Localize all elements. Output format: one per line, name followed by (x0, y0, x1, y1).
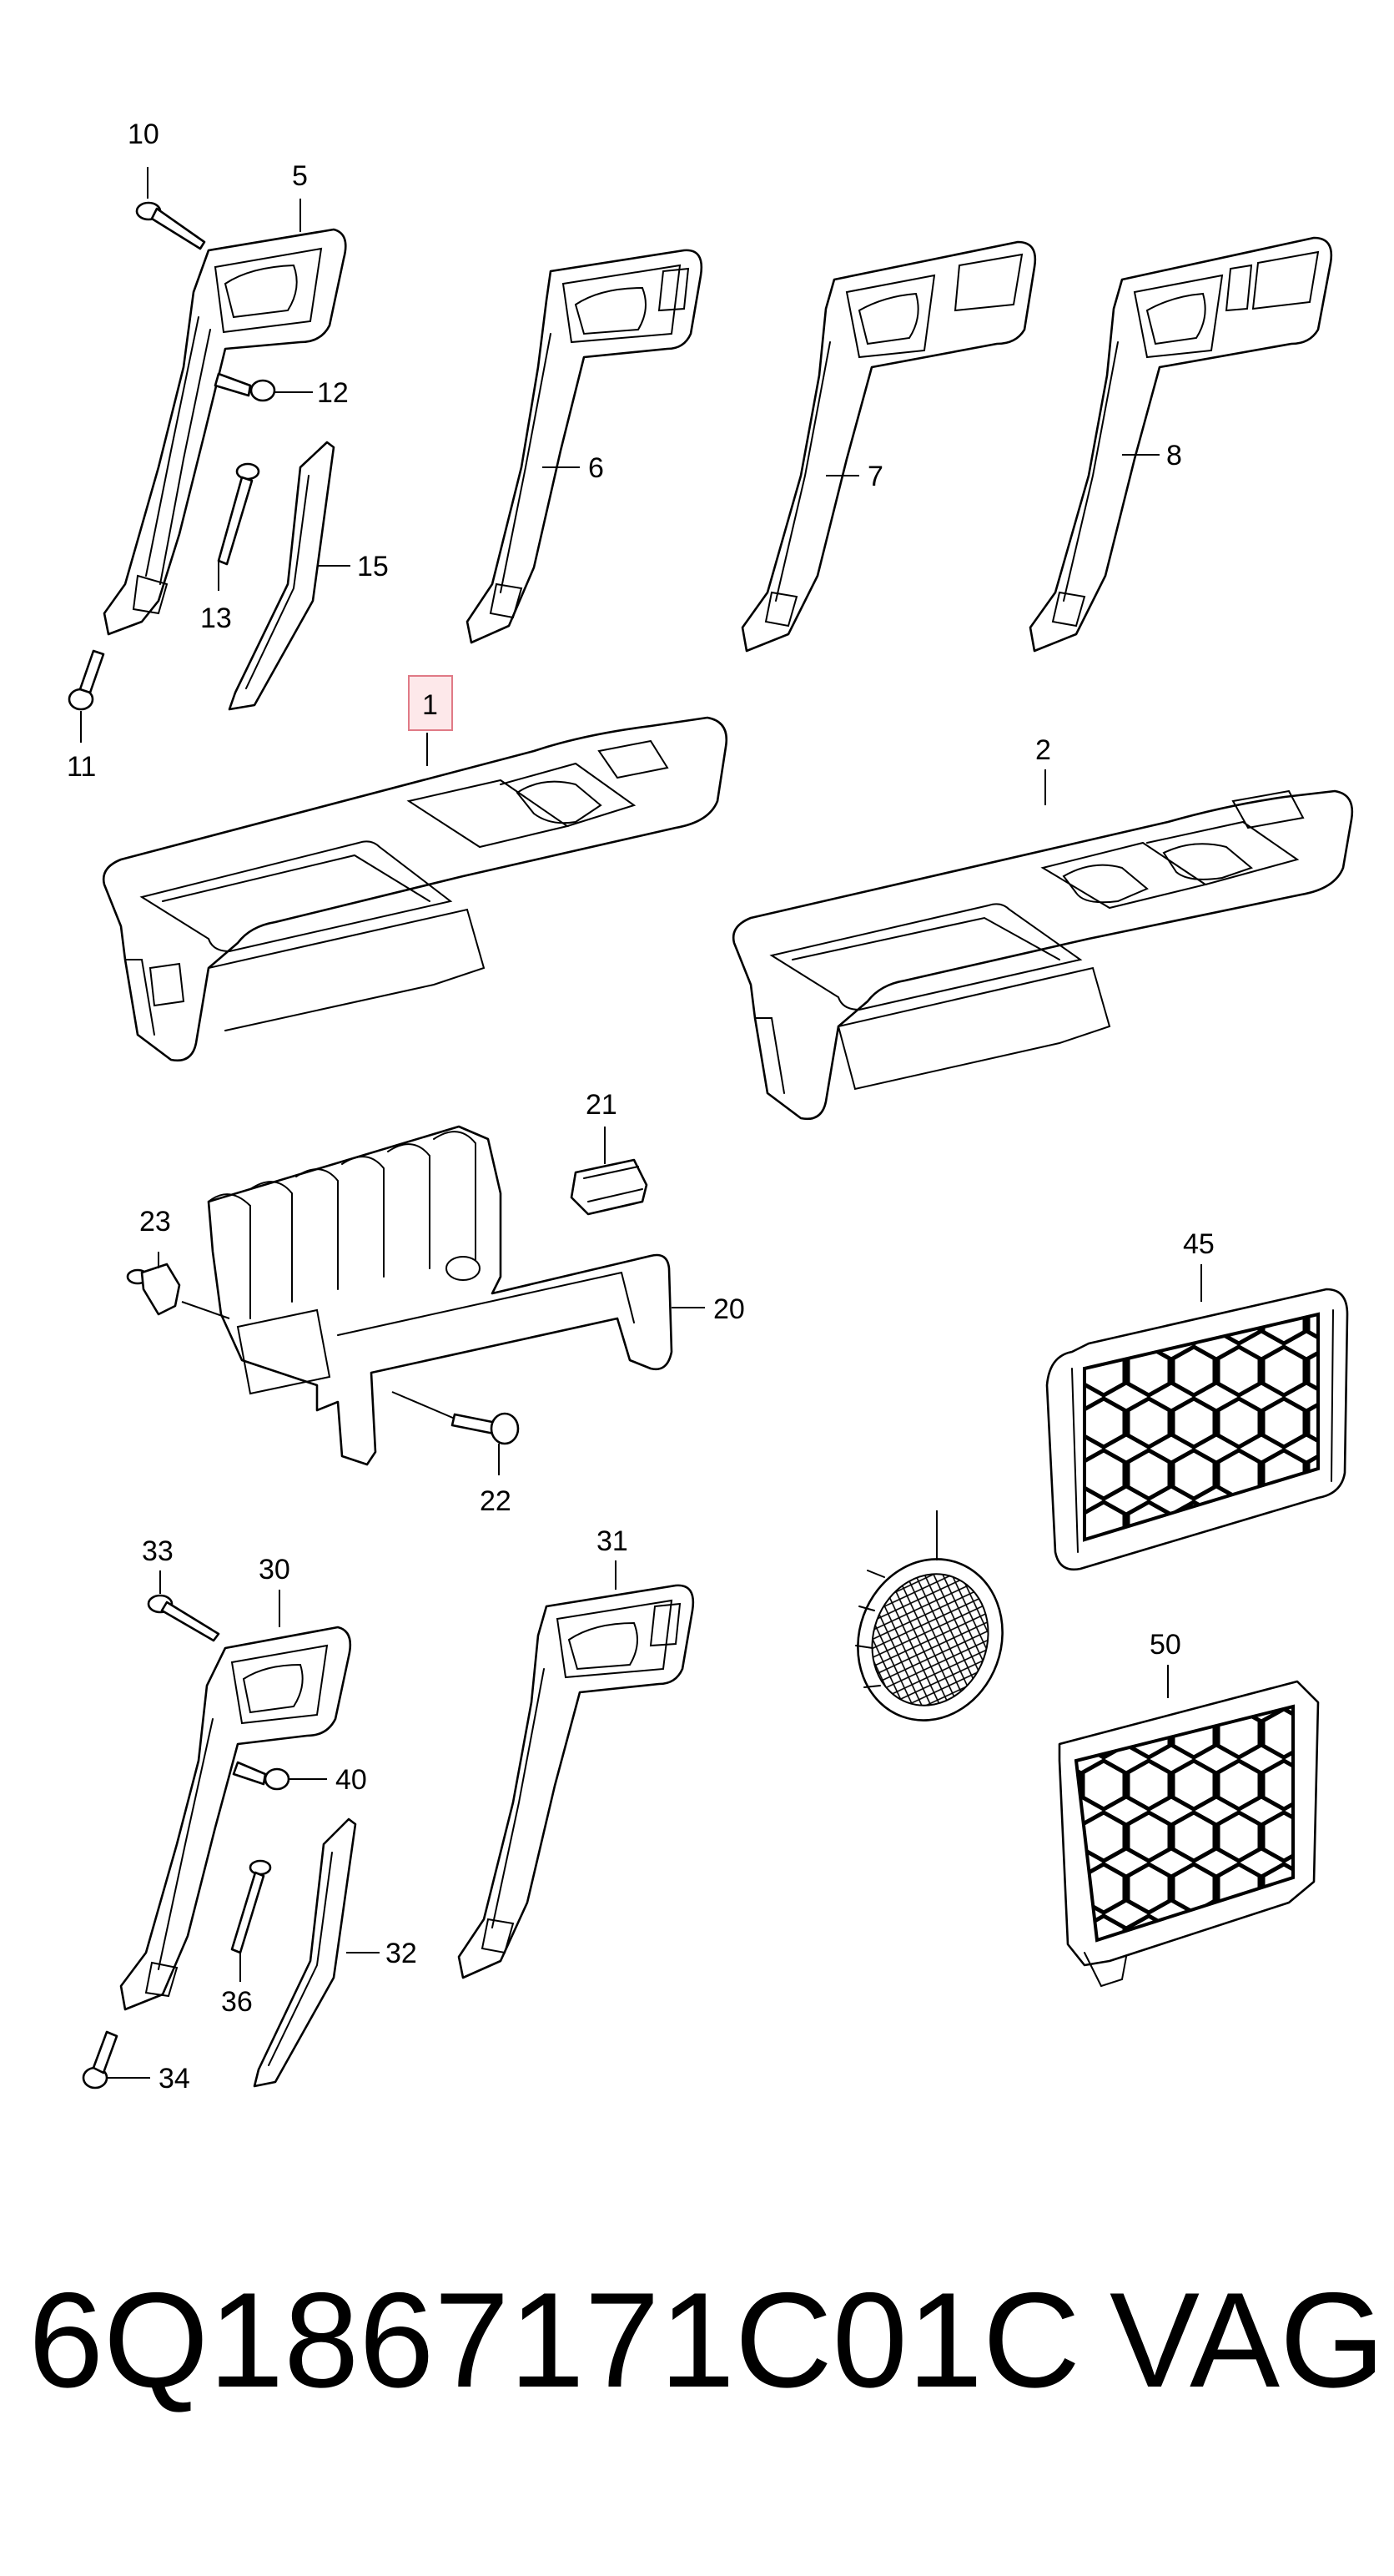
callout-32: 32 (385, 1938, 417, 1969)
part-7-door-grip (741, 240, 1037, 653)
callout-1: 1 (422, 689, 438, 721)
part-50-tweeter-cover (855, 1558, 1004, 1722)
callout-7: 7 (868, 461, 883, 492)
bolt-13 (217, 462, 260, 566)
screw-34 (82, 2030, 118, 2090)
part-40-grille (1045, 1288, 1349, 1571)
part-1-switch-panel (102, 716, 728, 1062)
callout-5: 5 (292, 160, 308, 192)
part-8-door-grip (1029, 236, 1333, 653)
callout-45: 50 (1150, 1629, 1181, 1661)
callout-30: 30 (259, 1554, 290, 1585)
bolt-35 (230, 1859, 272, 1954)
screw-22 (450, 1412, 520, 1445)
callout-15: 15 (357, 551, 389, 582)
callout-2: 2 (1035, 734, 1051, 766)
callout-6: 6 (588, 452, 604, 484)
part-45-grille (1058, 1680, 1320, 1988)
callout-21: 21 (586, 1089, 617, 1121)
screw-11 (68, 649, 105, 711)
part-31-door-grip (457, 1584, 695, 1979)
callout-1-highlight (408, 675, 453, 731)
callout-36: 40 (335, 1764, 367, 1796)
callout-11: 11 (67, 751, 96, 783)
callout-20: 20 (713, 1293, 745, 1325)
trim-32 (253, 1817, 357, 2088)
push-pin-23 (126, 1263, 181, 1316)
callout-22: 22 (480, 1485, 511, 1517)
trim-15 (228, 441, 335, 711)
screw-33 (147, 1594, 220, 1642)
callout-40: 45 (1183, 1228, 1215, 1260)
part-20-bracket (207, 1125, 673, 1466)
callout-10: 10 (128, 118, 159, 150)
part-5-door-grip (103, 228, 347, 636)
clip-21 (570, 1158, 648, 1216)
callout-8: 8 (1166, 440, 1182, 471)
callout-23: 23 (139, 1206, 171, 1238)
screw-12 (214, 372, 276, 402)
brand-label: VAG (1110, 2265, 1386, 2416)
screw-36 (232, 1761, 290, 1791)
callout-33: 33 (142, 1535, 174, 1567)
callout-12: 12 (317, 377, 349, 409)
part-30-door-grip (119, 1626, 352, 2011)
callout-35: 36 (221, 1986, 253, 2018)
callout-34: 34 (159, 2063, 190, 2095)
leader-lines (80, 167, 1202, 2079)
screw-10 (135, 201, 206, 250)
part-number: 6Q1867171C01C (28, 2265, 1080, 2416)
callout-31: 31 (596, 1525, 628, 1557)
part-6-door-grip (466, 249, 703, 644)
part-2-switch-panel (732, 789, 1354, 1121)
callout-13: 13 (200, 602, 232, 634)
callout-labels: 10 5 12 13 15 11 6 7 8 1 2 21 23 20 22 3… (67, 118, 1215, 2095)
